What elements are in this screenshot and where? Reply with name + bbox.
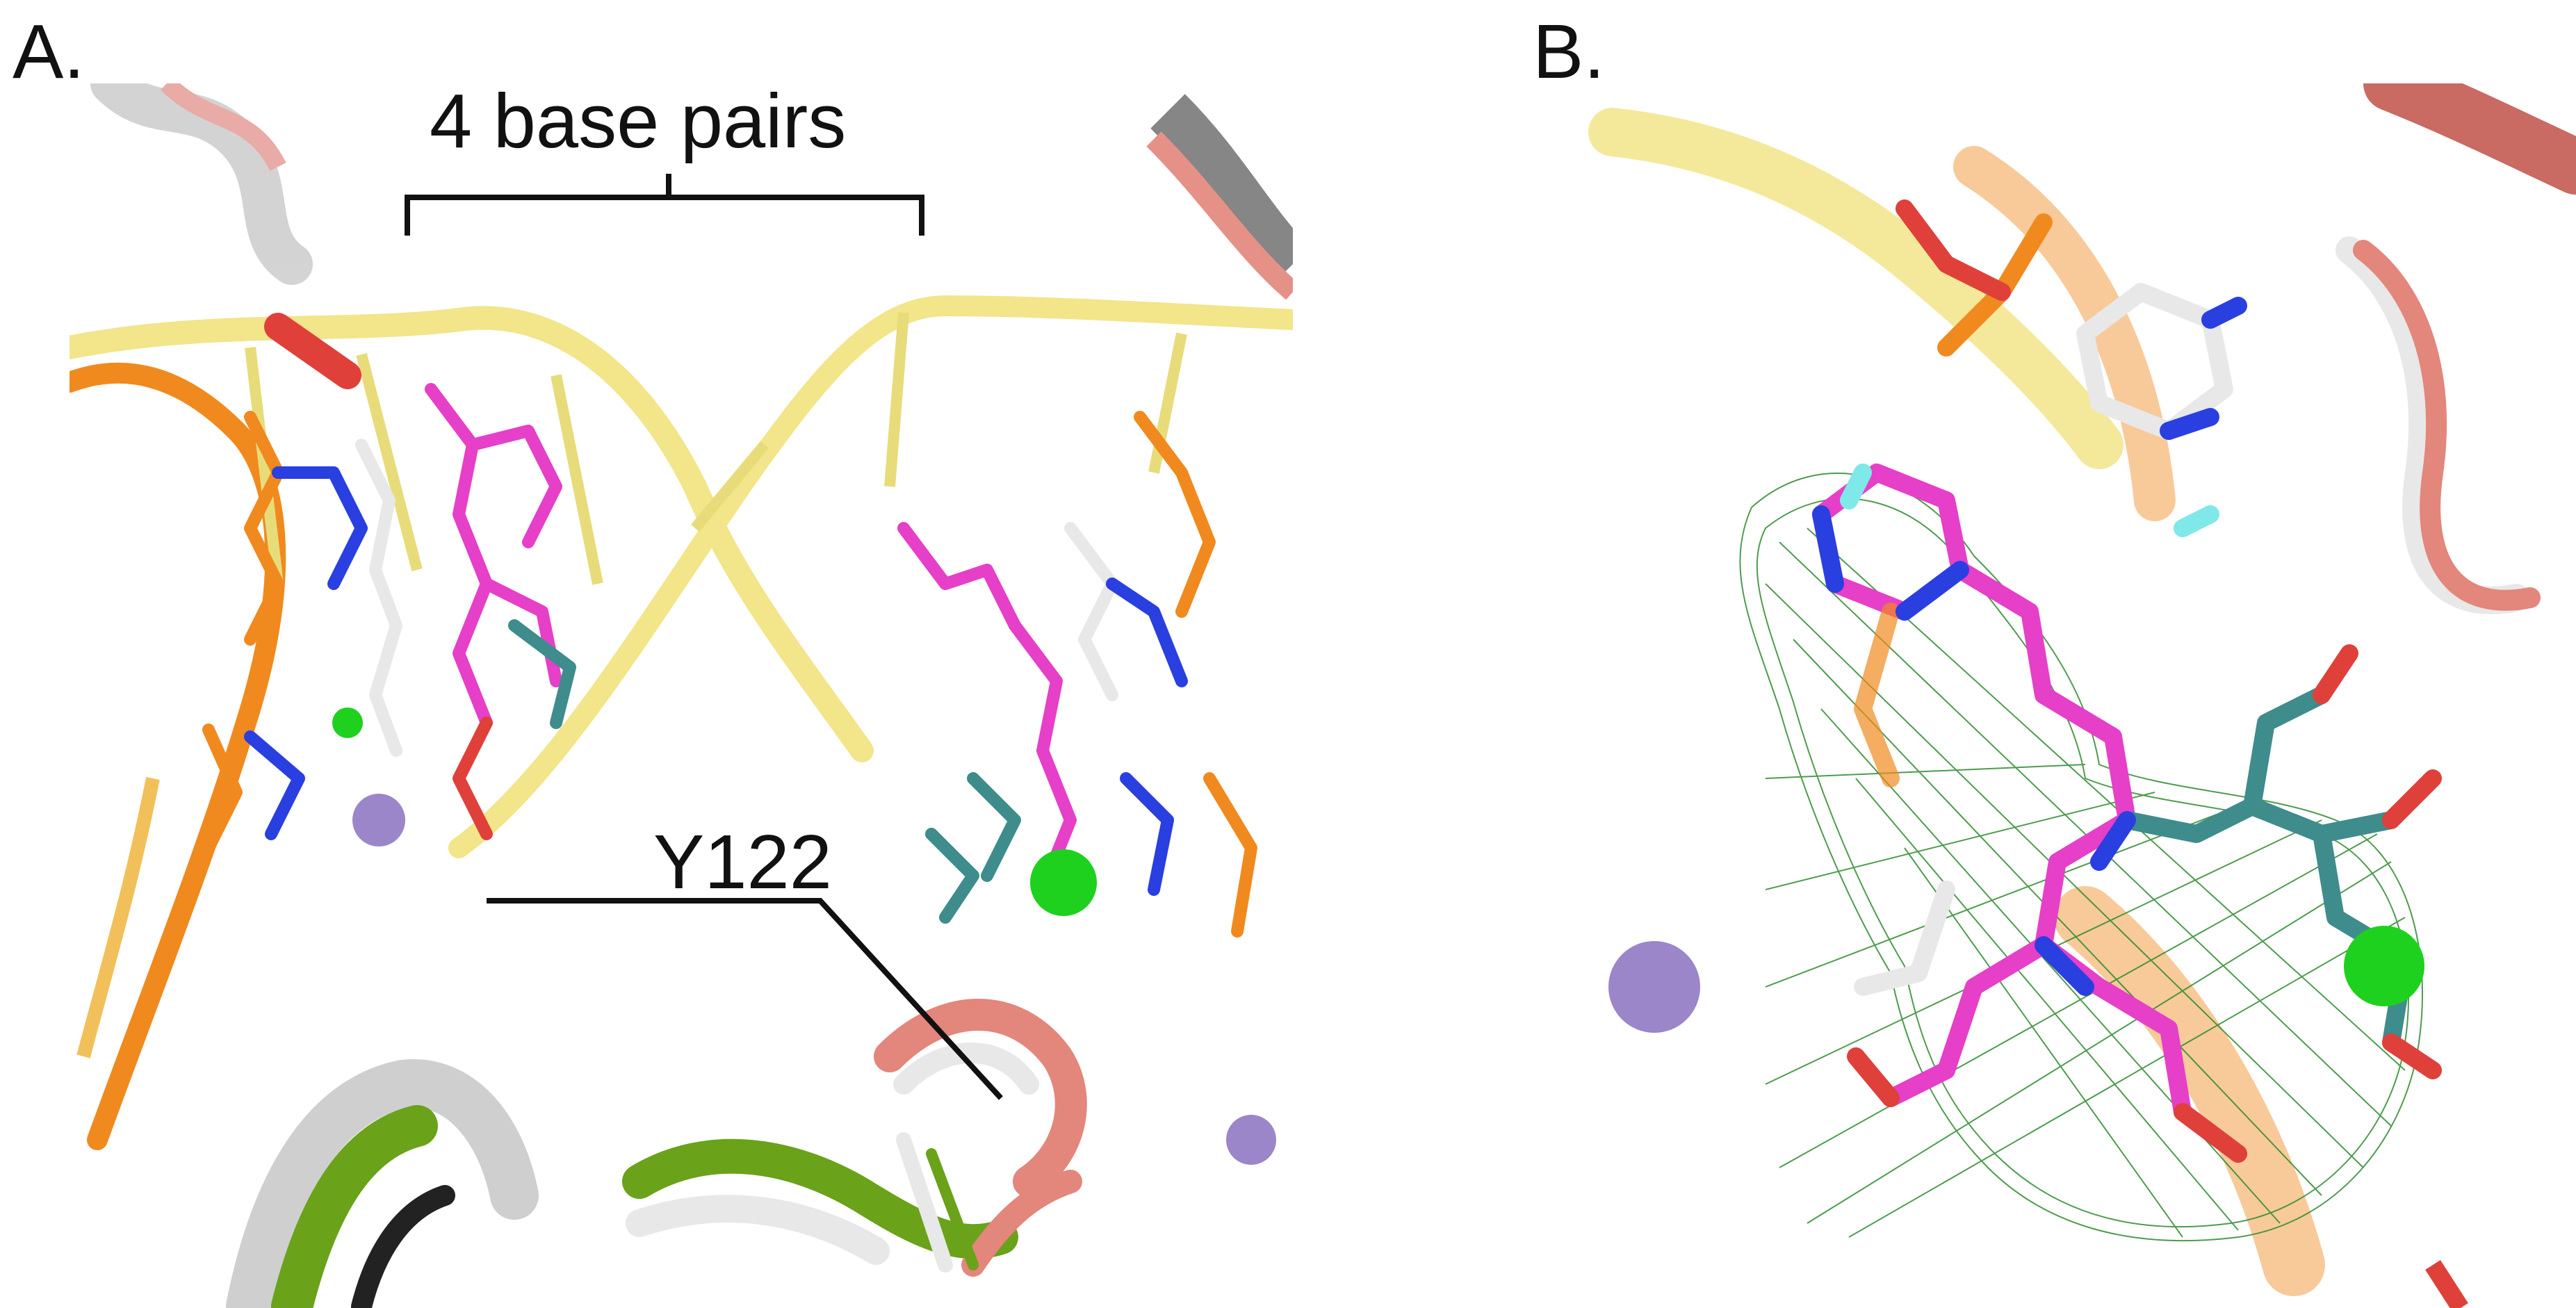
ion-sphere-left — [352, 794, 405, 847]
residue-label-y122: Y122 — [653, 819, 832, 905]
panel-b-molecular-render — [1588, 83, 2576, 1308]
y122-callout-line — [487, 898, 1003, 1100]
background-helices — [90, 83, 1293, 300]
dna-orange-strand-left — [70, 362, 286, 1150]
panel-b-label: B. — [1533, 9, 1605, 95]
ligand-cluster-left — [202, 313, 576, 854]
ion-sphere-green — [1030, 849, 1097, 916]
panel-a-label: A. — [13, 9, 85, 95]
base-pairs-bracket — [405, 174, 924, 236]
base-pairs-label: 4 base pairs — [430, 79, 847, 164]
protein-ribbons-bottom — [226, 999, 1087, 1308]
ion-sphere-small — [332, 708, 363, 738]
ion-sphere-bottom — [1226, 1115, 1276, 1165]
ligand-cluster-right — [897, 411, 1257, 938]
panel-a-molecular-render — [70, 83, 1293, 1308]
ion-sphere-purple — [1608, 941, 1700, 1033]
ion-sphere-green — [2344, 926, 2424, 1006]
background-tubes — [1588, 83, 2576, 1296]
panel-a-structure — [70, 83, 1293, 1308]
dna-backbone — [70, 295, 1293, 858]
bottom-stick — [2425, 1259, 2468, 1308]
panel-b-structure — [1557, 83, 2576, 1308]
heteroatom-highlights — [1812, 297, 2442, 1163]
